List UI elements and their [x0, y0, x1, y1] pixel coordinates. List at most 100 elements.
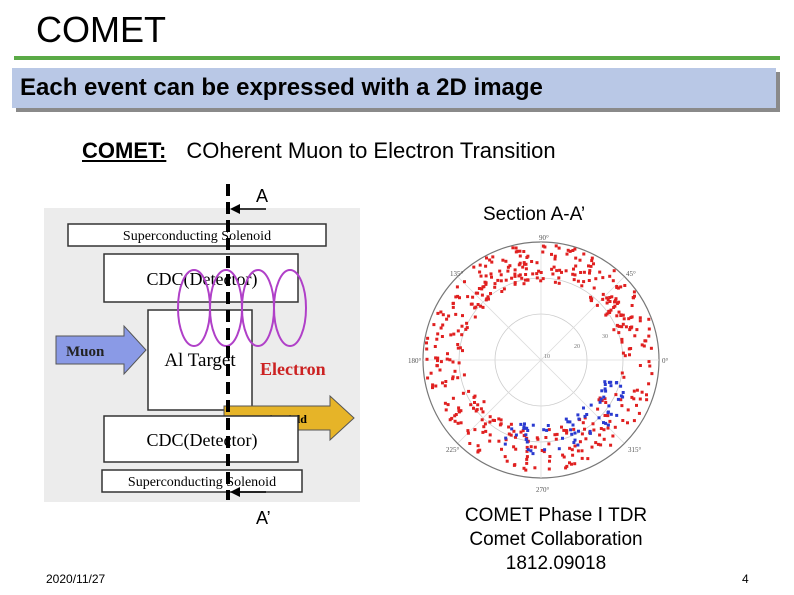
hit-red — [456, 421, 460, 425]
hit-red — [456, 376, 460, 380]
angle-labels: 90° 135° 45° 180° 0° 225° 315° 270° — [408, 234, 669, 494]
hit-blue — [503, 442, 507, 446]
hit-blue — [504, 436, 508, 440]
hit-blue — [588, 431, 592, 435]
hit-blue — [526, 429, 530, 432]
hit-blue — [564, 417, 568, 421]
hit-red — [463, 280, 466, 284]
hit-red — [611, 279, 615, 283]
hit-blue — [577, 417, 581, 421]
hit-red — [568, 446, 572, 450]
hit-red — [608, 274, 612, 278]
hit-red — [647, 382, 651, 386]
hit-red — [595, 303, 599, 307]
hit-red — [425, 341, 428, 345]
hit-red — [456, 346, 460, 350]
hit-red — [613, 304, 617, 308]
hit-blue — [604, 421, 608, 425]
hit-red — [647, 360, 651, 364]
hit-red — [514, 435, 517, 439]
hit-red — [514, 250, 518, 254]
hit-red — [525, 457, 529, 461]
svg-text:135°: 135° — [450, 270, 464, 278]
solenoid-top-label: Superconducting Solenoid — [123, 229, 271, 244]
hit-red — [580, 432, 584, 436]
hit-red — [535, 436, 539, 440]
hit-red — [499, 418, 503, 422]
hit-red — [434, 384, 438, 388]
section-cut-line — [226, 184, 266, 500]
hit-red — [531, 272, 535, 276]
hit-red — [647, 317, 651, 321]
hit-red — [629, 316, 633, 319]
hit-red — [518, 261, 522, 265]
hit-red — [493, 282, 497, 286]
hit-red — [490, 275, 493, 279]
hit-red — [619, 285, 623, 289]
hit-red — [530, 260, 534, 263]
hit-red — [572, 427, 576, 431]
svg-text:20: 20 — [574, 344, 580, 350]
comet-schematic: Superconducting Solenoid CDC(Detector) A… — [44, 208, 360, 502]
hit-red — [606, 298, 610, 302]
hit-red — [526, 254, 530, 258]
hit-blue — [598, 400, 602, 404]
hit-red — [458, 296, 461, 300]
hit-red — [476, 444, 480, 448]
hit-blue — [619, 384, 623, 388]
hit-red — [627, 347, 631, 351]
hit-red — [451, 375, 455, 379]
svg-text:270°: 270° — [536, 486, 550, 494]
hit-red — [473, 428, 477, 432]
hit-red — [589, 298, 593, 302]
hit-red — [552, 265, 556, 269]
hit-red — [588, 269, 592, 273]
hit-blue — [602, 395, 606, 399]
hit-red — [525, 445, 529, 449]
hit-red — [612, 328, 616, 332]
hit-red — [647, 327, 651, 331]
hit-red — [617, 331, 621, 335]
hit-red — [628, 353, 631, 357]
hit-red — [608, 311, 612, 314]
hit-blue — [609, 412, 613, 416]
hit-red — [518, 249, 522, 253]
title-underline — [14, 56, 780, 60]
hit-red — [560, 425, 563, 429]
hit-red — [493, 285, 497, 289]
hit-red — [622, 375, 626, 379]
hit-red — [533, 466, 537, 470]
hit-red — [620, 337, 624, 341]
hit-red — [623, 284, 627, 287]
hit-red — [547, 442, 551, 446]
hit-red — [524, 262, 528, 266]
hit-red — [453, 419, 457, 423]
hit-red — [601, 297, 605, 301]
hit-blue — [569, 428, 573, 432]
hit-red — [642, 344, 646, 348]
hit-blue — [615, 413, 619, 417]
hit-red — [446, 352, 449, 356]
hit-red — [506, 269, 510, 273]
section-mark-bottom: A’ — [256, 508, 271, 528]
hit-blue — [523, 422, 526, 426]
tdr-line1: COMET Phase Ⅰ TDR — [464, 505, 648, 526]
hit-red — [608, 419, 612, 423]
hit-red — [481, 410, 485, 414]
svg-text:10: 10 — [544, 354, 550, 360]
hit-red — [517, 263, 521, 267]
hit-red — [621, 313, 625, 317]
hit-red — [598, 433, 602, 437]
hit-red — [596, 407, 600, 411]
hit-red — [605, 312, 609, 316]
hit-red — [572, 278, 576, 282]
muon-arrow — [55, 324, 147, 376]
hit-red — [450, 416, 454, 420]
hit-red — [435, 337, 439, 341]
hit-blue — [525, 426, 529, 430]
hit-red — [645, 398, 649, 402]
hit-red — [550, 252, 553, 256]
hit-red — [468, 442, 472, 445]
hit-red — [488, 439, 492, 443]
hit-red — [608, 300, 612, 303]
